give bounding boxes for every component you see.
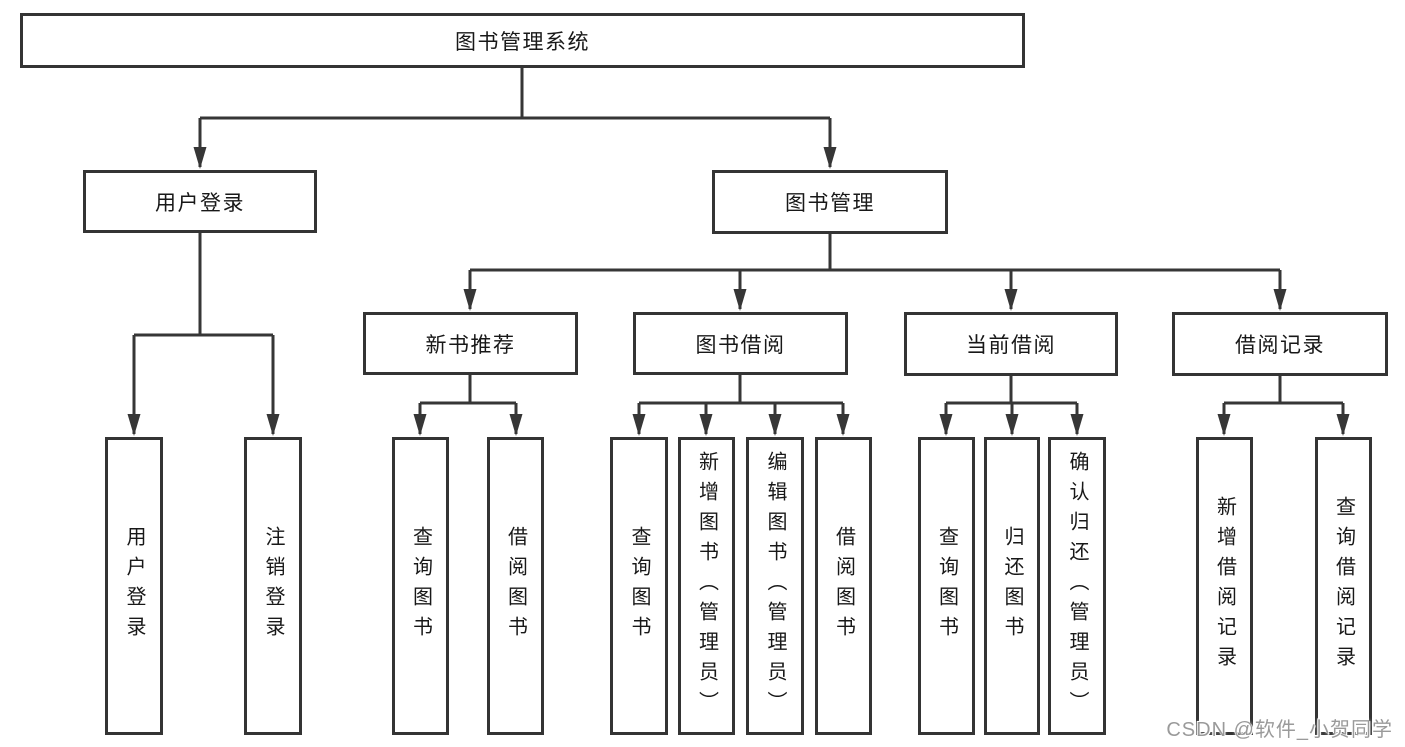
leaf-newrec-search-books: 查询图书: [392, 437, 449, 735]
node-label: 查询图书: [628, 526, 650, 646]
node-label: 编辑图书（管理员）: [764, 451, 786, 721]
node-label: 借阅图书: [504, 526, 527, 646]
node-label: 查询图书: [409, 526, 432, 646]
node-label: 用户登录: [123, 526, 145, 646]
leaf-borrow-search-books: 查询图书: [610, 437, 668, 735]
leaf-borrow-add-books-admin: 新增图书（管理员）: [678, 437, 735, 735]
node-label: 新书推荐: [425, 333, 516, 357]
leaf-logout-login: 注销登录: [244, 437, 302, 735]
node-label: 图书借阅: [695, 333, 786, 357]
node-label: 图书管理系统: [455, 30, 590, 54]
node-label: 确认归还（管理员）: [1066, 451, 1088, 721]
node-label: 查询图书: [935, 526, 958, 646]
node-borrowing-records: 借阅记录: [1172, 312, 1388, 376]
node-user-login: 用户登录: [83, 170, 317, 233]
node-book-management: 图书管理: [712, 170, 948, 234]
node-label: 借阅记录: [1235, 334, 1325, 357]
node-label: 归还图书: [1001, 526, 1023, 646]
node-label: 当前借阅: [966, 334, 1056, 357]
leaf-current-search-books: 查询图书: [918, 437, 975, 735]
node-label: 新增借阅记录: [1213, 496, 1236, 676]
leaf-borrow-edit-books-admin: 编辑图书（管理员）: [746, 437, 804, 735]
leaf-current-confirm-return-admin: 确认归还（管理员）: [1048, 437, 1106, 735]
leaf-newrec-borrow-books: 借阅图书: [487, 437, 544, 735]
leaf-records-add-borrow-record: 新增借阅记录: [1196, 437, 1253, 735]
node-book-borrowing: 图书借阅: [633, 312, 848, 375]
node-label: 新增图书（管理员）: [695, 451, 718, 721]
csdn-watermark: CSDN @软件_小贺同学: [1166, 719, 1393, 741]
leaf-user-login: 用户登录: [105, 437, 163, 735]
node-new-book-recommendation: 新书推荐: [363, 312, 578, 375]
node-label: 借阅图书: [832, 526, 855, 646]
leaf-records-search-borrow-record: 查询借阅记录: [1315, 437, 1372, 735]
leaf-borrow-borrow-books: 借阅图书: [815, 437, 872, 735]
node-label: 查询借阅记录: [1332, 496, 1355, 676]
node-label: 图书管理: [785, 192, 875, 215]
node-label: 注销登录: [262, 526, 284, 646]
node-library-management-system: 图书管理系统: [20, 13, 1025, 68]
node-current-borrowing: 当前借阅: [904, 312, 1118, 376]
node-label: 用户登录: [155, 191, 245, 215]
leaf-current-return-books: 归还图书: [984, 437, 1040, 735]
